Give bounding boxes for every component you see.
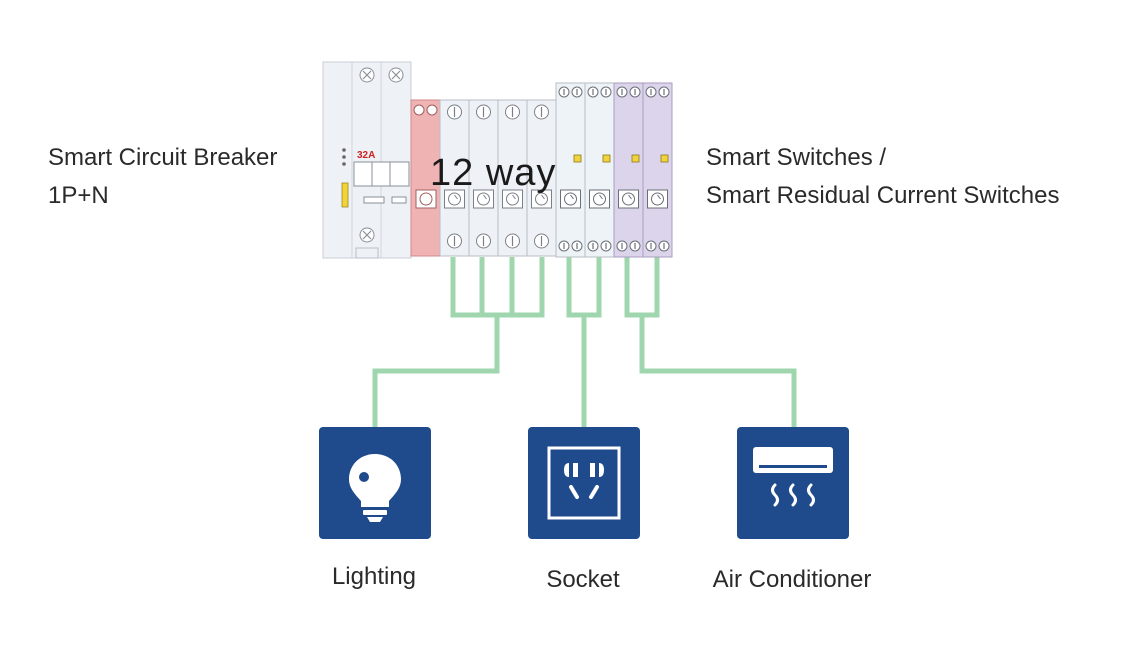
lighting-caption: Lighting <box>331 563 417 590</box>
air-conditioner-caption: Air Conditioner <box>712 566 872 593</box>
smart-switch-module <box>584 82 615 258</box>
smart-switch-module <box>613 82 644 258</box>
smart-switch-modules <box>555 82 673 258</box>
lighting-breaker-module <box>497 99 528 257</box>
wire-ac-main <box>639 315 797 428</box>
smart-circuit-breaker-label: Smart Circuit Breaker 1P+N <box>48 139 277 215</box>
socket-icon-box <box>528 427 640 539</box>
left-label-line2: 1P+N <box>48 182 109 209</box>
main-breaker-module <box>322 61 412 259</box>
smart-switch-module <box>642 82 673 258</box>
lighting-breakers <box>439 99 557 257</box>
air-conditioner-icon <box>753 447 833 507</box>
lighting-breaker-module <box>526 99 557 257</box>
right-label-line2: Smart Residual Current Switches <box>706 182 1060 209</box>
smart-switch-module <box>555 82 586 258</box>
red-module <box>410 99 441 257</box>
lighting-breaker-module <box>468 99 499 257</box>
wire-socket-1 <box>566 257 602 318</box>
wiring <box>372 257 797 428</box>
light-bulb-icon <box>349 454 401 522</box>
breaker-rating: 32A <box>357 150 375 161</box>
ways-label: 12 way <box>430 152 557 194</box>
wire-lighting-main <box>372 315 500 428</box>
lighting-icon-box <box>319 427 431 539</box>
power-socket-icon <box>547 446 621 520</box>
wire-ac-1 <box>624 257 660 318</box>
wire-lighting-1 <box>450 257 545 318</box>
left-label-line1: Smart Circuit Breaker <box>48 144 278 171</box>
right-label-line1: Smart Switches / <box>706 144 887 171</box>
socket-caption: Socket <box>546 566 620 593</box>
smart-switches-label: Smart Switches / Smart Residual Current … <box>706 139 1059 215</box>
air-conditioner-icon-box <box>737 427 849 539</box>
lighting-breaker-module <box>439 99 470 257</box>
